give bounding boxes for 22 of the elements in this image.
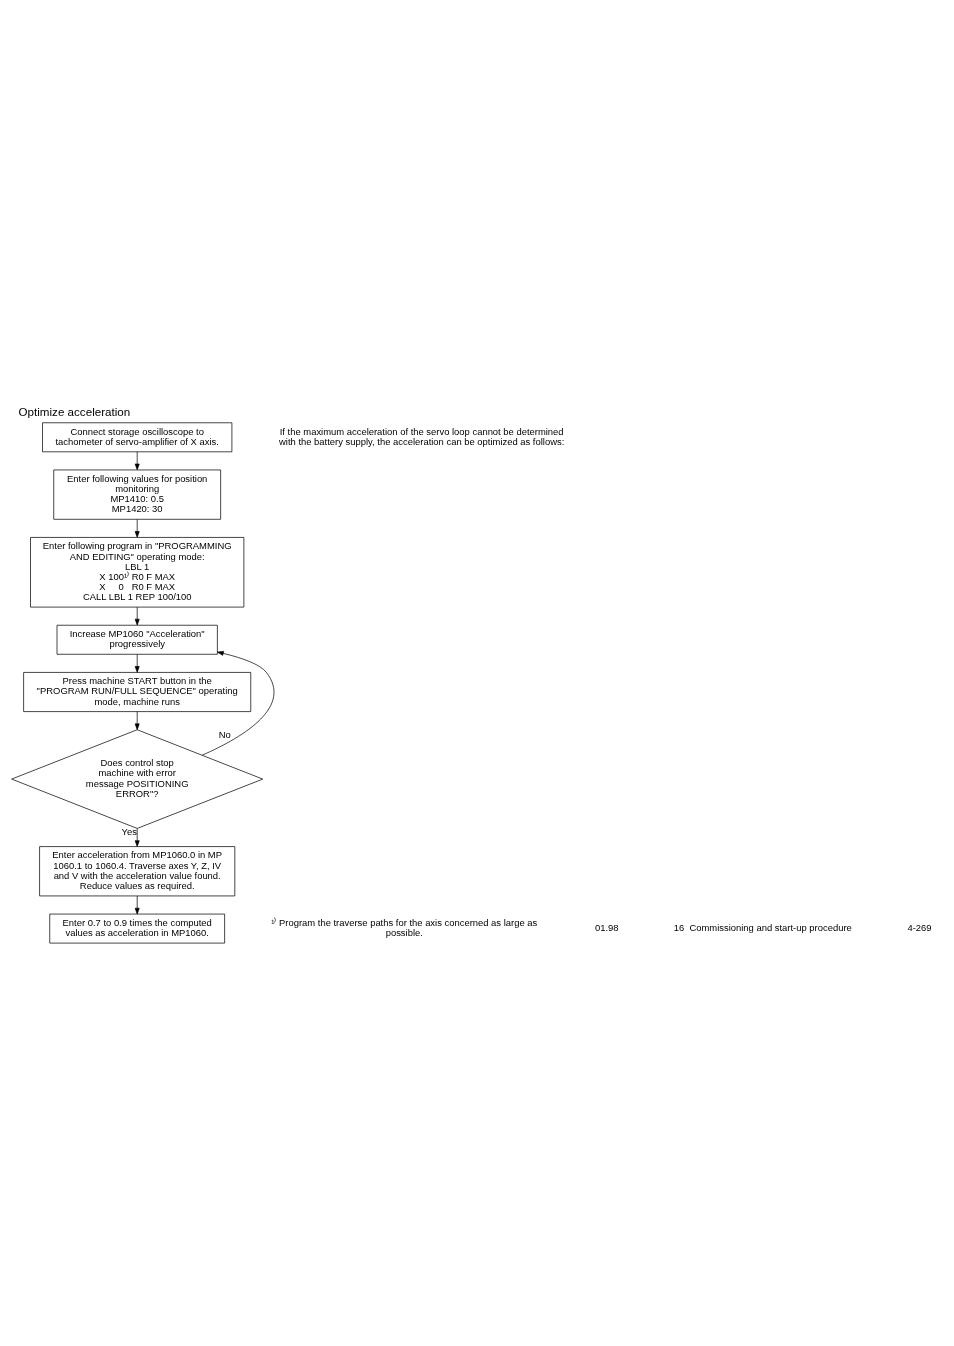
arrow [134,710,140,730]
arrow [201,650,275,756]
label: 16 Commissioning and start-up procedure [673,921,852,933]
node-box: Enter acceleration from MP1060.0 in MP 1060.1 to 1060.4. Traverse axes Y, Z, IV and V with the acceleration value found. Reduce values as required. [39,845,236,896]
arrow [134,518,140,538]
node-box: Press machine START button in the "PROGRAM RUN/FULL SEQUENCE" operating mode, machine runs [23,671,252,712]
node-box: Enter following values for position monitoring MP1410: 0.5 MP1420: 30 [53,469,221,520]
label: ¹⁾ Program the traverse paths for the axis concerned as large as possible. [271,916,538,938]
diagram-title: Optimize acceleration [18,404,131,418]
node-box: Connect storage oscilloscope to tachometer of servo-amplifier of X axis. [42,421,233,452]
node-box: Increase MP1060 "Acceleration" progressively [56,624,218,655]
node-box: Enter 0.7 to 0.9 times the computed values as acceleration in MP1060. [49,913,225,943]
arrow [134,895,140,914]
arrow [134,606,140,625]
arrow [134,653,140,673]
label: 01.98 [594,921,619,933]
arrow [134,450,140,470]
arrow [134,827,140,847]
label: 4-269 [907,921,932,933]
edge-label: No [218,728,231,740]
label: If the maximum acceleration of the servo loop cannot be determined with the battery supply, the acceleration can be optimized as follows: [279,425,565,447]
node-box: Enter following program in "PROGRAMMING AND EDITING" operating mode: LBL 1 X 100¹⁾ R0 F MAX X 0 R0 F MAX CALL LBL 1 REP 100/100 [30,536,245,607]
